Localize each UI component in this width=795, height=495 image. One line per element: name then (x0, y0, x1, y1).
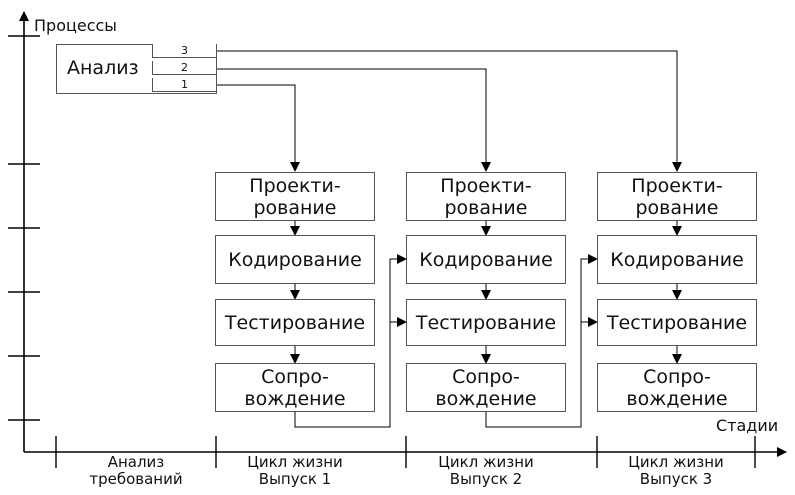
version-2-connector (217, 68, 491, 172)
support2-to-coding3 (485, 254, 598, 428)
stage-label-line-2: Выпуск 1 (258, 470, 332, 488)
testing-label: Тестирование (415, 311, 557, 334)
stage-label-release-3: Цикл жизни Выпуск 3 (601, 454, 751, 488)
design-label-line-2: рование (635, 196, 719, 219)
stage-label-release-2: Цикл жизни Выпуск 2 (411, 454, 561, 488)
analysis-version-1: 1 (152, 78, 216, 92)
testing-box-release-1: Тестирование (215, 299, 375, 346)
support-label-line-2: вождение (244, 387, 346, 410)
testing-box-release-2: Тестирование (406, 299, 566, 346)
design-label-line-1: Проекти- (249, 174, 341, 197)
support-label-line-1: Сопро- (261, 365, 329, 388)
coding-label: Кодирование (228, 248, 362, 271)
testing-label: Тестирование (606, 311, 748, 334)
support-box-release-1: Сопро- вождение (215, 363, 375, 412)
stage-label-line-1: Цикл жизни (247, 453, 343, 471)
design-box-release-2: Проекти- рование (406, 172, 566, 221)
analysis-version-2: 2 (152, 61, 216, 75)
coding-label: Кодирование (610, 248, 744, 271)
stage-label-line-1: Анализ (107, 453, 165, 471)
analysis-label: Анализ (67, 57, 139, 79)
y-axis-ticks (8, 35, 40, 421)
design-label-line-1: Проекти- (631, 174, 723, 197)
analysis-version-3: 3 (152, 44, 216, 58)
testing-label: Тестирование (224, 311, 366, 334)
version-1-connector (217, 84, 300, 172)
stage-label-line-2: требований (89, 470, 183, 488)
x-axis-ticks (55, 436, 756, 468)
design-label-line-2: рование (253, 196, 337, 219)
x-axis-title: Стадии (716, 416, 779, 435)
coding-label: Кодирование (419, 248, 553, 271)
support-label-line-2: вождение (435, 387, 537, 410)
y-axis-title: Процессы (34, 16, 117, 35)
stage-label-line-2: Выпуск 3 (639, 470, 713, 488)
support-label-line-1: Сопро- (643, 365, 711, 388)
design-box-release-3: Проекти- рование (597, 172, 757, 221)
support-box-release-3: Сопро- вождение (597, 363, 757, 412)
design-label-line-2: рование (444, 196, 528, 219)
design-label-line-1: Проекти- (440, 174, 532, 197)
support-label-line-2: вождение (626, 387, 728, 410)
testing-box-release-3: Тестирование (597, 299, 757, 346)
support-box-release-2: Сопро- вождение (406, 363, 566, 412)
stage-label-line-1: Цикл жизни (628, 453, 724, 471)
support1-to-coding2 (294, 254, 407, 428)
coding-box-release-2: Кодирование (406, 235, 566, 284)
stage-label-line-2: Выпуск 2 (449, 470, 523, 488)
version-3-connector (217, 50, 682, 172)
stage-label-requirements: Анализ требований (61, 454, 211, 488)
support-label-line-1: Сопро- (452, 365, 520, 388)
stage-label-line-1: Цикл жизни (438, 453, 534, 471)
design-box-release-1: Проекти- рование (215, 172, 375, 221)
coding-box-release-1: Кодирование (215, 235, 375, 284)
stage-label-release-1: Цикл жизни Выпуск 1 (220, 454, 370, 488)
coding-box-release-3: Кодирование (597, 235, 757, 284)
